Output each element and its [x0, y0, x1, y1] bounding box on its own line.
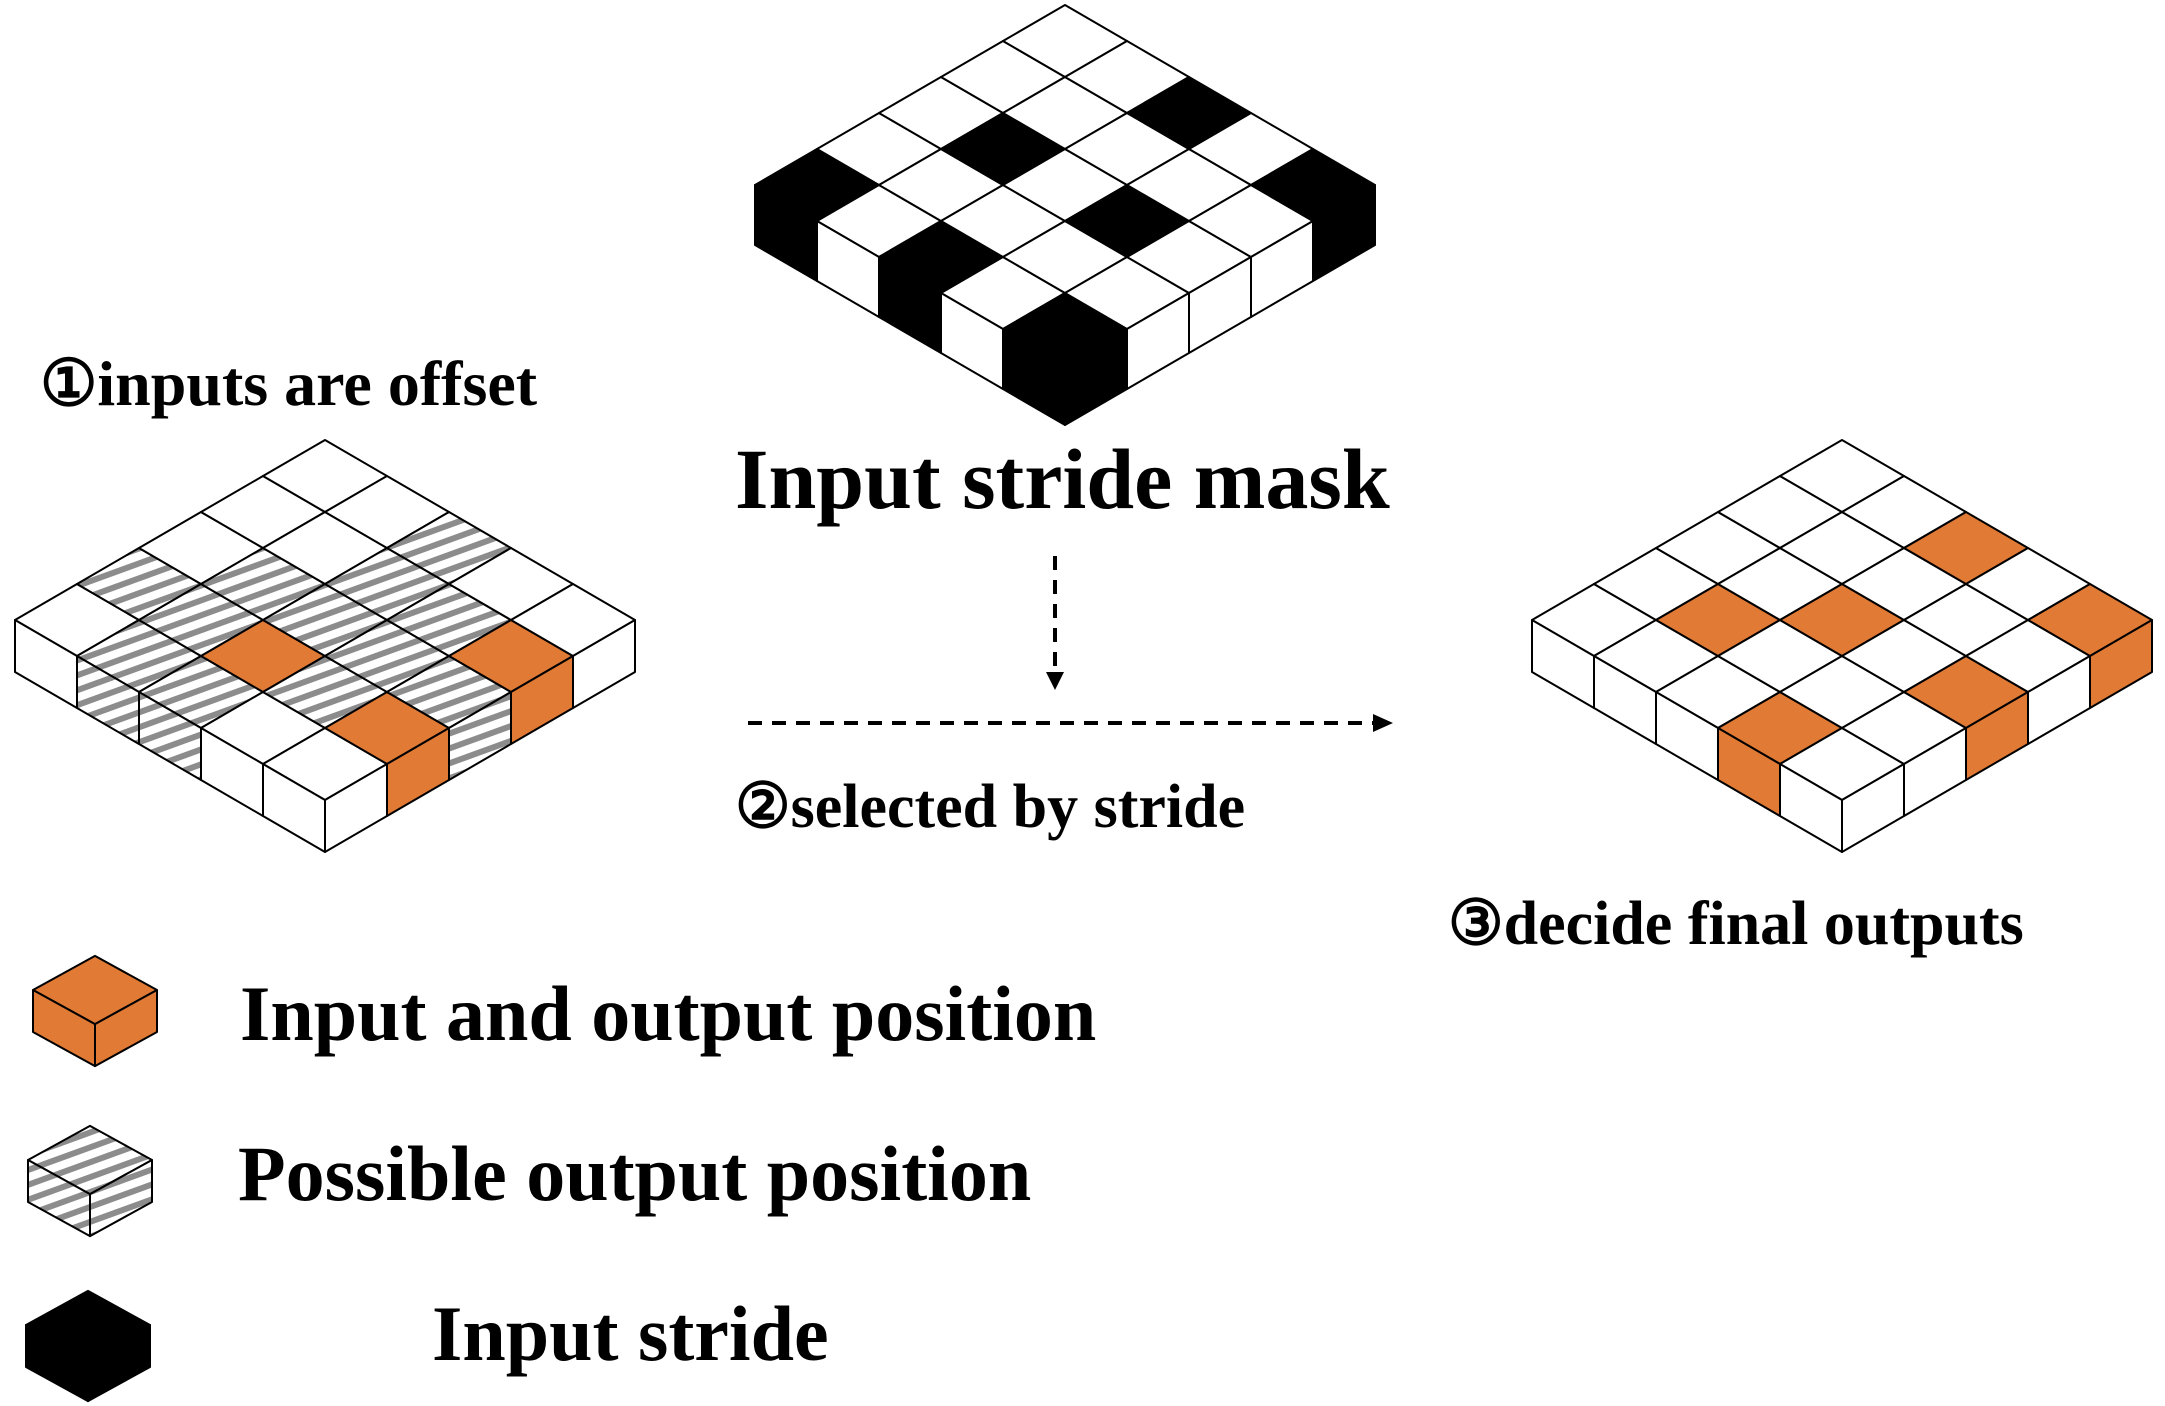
legend-label-orange: Input and output position — [240, 970, 1096, 1057]
grid-side-face — [572, 619, 636, 709]
input-stride-mask-grid — [754, 4, 1376, 426]
grid-side-face — [1002, 328, 1066, 426]
mask-title: Input stride mask — [735, 431, 1390, 527]
step2-label: ②selected by stride — [735, 773, 1245, 841]
hatched-cube-icon — [27, 1124, 153, 1238]
legend-label-black: Input stride — [432, 1290, 829, 1377]
vertical-dashed-arrow — [1046, 556, 1064, 690]
final-outputs-grid — [1531, 439, 2153, 853]
step1-label: ①inputs are offset — [40, 348, 538, 419]
grid-side-face — [1312, 184, 1376, 282]
step3-label: ③decide final outputs — [1448, 890, 2024, 958]
grid-side-face — [1779, 763, 1843, 853]
grid-side-face — [262, 763, 326, 853]
cube-right — [94, 989, 158, 1068]
cube-right — [89, 1159, 153, 1238]
offset-inputs-grid — [14, 439, 636, 853]
orange-cube-icon — [32, 954, 158, 1068]
black-cube-icon — [25, 1289, 151, 1403]
legend-label-hatched: Possible output position — [238, 1130, 1031, 1217]
cube-right — [87, 1324, 151, 1403]
horizontal-dashed-arrow — [748, 714, 1393, 732]
grid-side-face — [2089, 619, 2153, 709]
